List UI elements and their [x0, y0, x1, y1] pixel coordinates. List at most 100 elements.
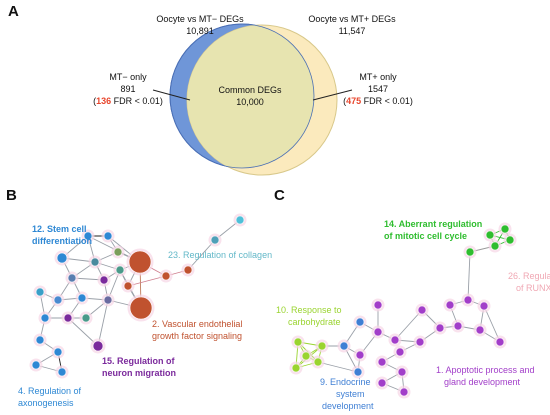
network-b-node [210, 235, 220, 245]
cluster-label-stem-cell: 12. Stem cell [32, 224, 87, 234]
left-only-count: 891 [120, 84, 135, 94]
network-c-node [377, 378, 387, 388]
left-only-title: MT− only [109, 72, 147, 82]
network-c-node [399, 387, 409, 397]
panel-c: C 14. Aberrant regulation of mitotic cel… [274, 187, 550, 411]
network-b-node [115, 265, 125, 275]
network-b-node [123, 281, 133, 291]
network-b-node [129, 296, 153, 320]
network-c-node [291, 363, 301, 373]
network-c-node [355, 317, 365, 327]
network-b-node [56, 252, 68, 264]
right-only-title: MT+ only [359, 72, 397, 82]
network-b-node [235, 215, 245, 225]
panel-a-letter: A [8, 3, 19, 20]
network-c-node [395, 347, 405, 357]
network-b-node [161, 271, 171, 281]
cluster-label-vegf: 2. Vascular endothelial [152, 319, 242, 329]
network-b-node [31, 360, 41, 370]
network-c-node [373, 300, 383, 310]
network-c-node [355, 350, 365, 360]
cluster-label-endocrine-3: development [322, 401, 374, 411]
network-c-node [445, 300, 455, 310]
network-c-node [435, 323, 445, 333]
network-b-node [53, 295, 63, 305]
network-b-node [113, 247, 123, 257]
network-b-node [35, 335, 45, 345]
network-c-node [485, 230, 495, 240]
cluster-label-neuron-migration: 15. Regulation of [102, 356, 176, 366]
overlap-title: Common DEGs [218, 85, 282, 95]
network-c-node [417, 305, 427, 315]
network-c-node [490, 241, 500, 251]
right-only-leader-line [312, 89, 353, 101]
network-c-node [505, 235, 515, 245]
network-c-node [377, 357, 387, 367]
cluster-label-apoptotic-2: gland development [444, 377, 521, 387]
network-c-node [495, 337, 505, 347]
network-b-node [40, 313, 50, 323]
network-b-node [53, 347, 63, 357]
cluster-label-collagen: 23. Regulation of collagen [168, 250, 272, 260]
network-c-node [415, 337, 425, 347]
network-b-node [128, 250, 152, 274]
cluster-label-runx1: 26. Regulation [508, 271, 550, 281]
network-c-node [293, 337, 303, 347]
right-only-count: 1547 [368, 84, 388, 94]
left-only-leader-line [152, 89, 191, 101]
network-c-node [301, 351, 311, 361]
left-only-fdr: (136 FDR < 0.01) [93, 96, 163, 106]
cluster-label-endocrine: 9. Endocrine [320, 377, 371, 387]
cluster-label-carbohydrate-2: carbohydrate [288, 317, 341, 327]
network-b-node [35, 287, 45, 297]
right-only-fdr: (475 FDR < 0.01) [343, 96, 413, 106]
panel-b-letter: B [6, 187, 17, 204]
network-b-node [63, 313, 73, 323]
network-c-node [390, 335, 400, 345]
venn-overlap-region [187, 25, 314, 168]
network-b-node [99, 275, 109, 285]
cluster-label-apoptotic: 1. Apoptotic process and [436, 365, 535, 375]
network-b [29, 213, 247, 379]
network-c-node [475, 325, 485, 335]
network-b-node [67, 273, 77, 283]
network-b-node [81, 313, 91, 323]
network-c-node [339, 341, 349, 351]
network-c-node [453, 321, 463, 331]
cluster-label-axonogenesis-2: axonogenesis [18, 398, 74, 408]
network-c-node [353, 367, 363, 377]
cluster-label-vegf-2: growth factor signaling [152, 331, 242, 341]
network-c-node [465, 247, 475, 257]
network-c-edge [317, 361, 359, 373]
panel-c-letter: C [274, 187, 285, 204]
cluster-label-carbohydrate: 10. Response to [276, 305, 342, 315]
network-c-node [500, 224, 510, 234]
cluster-label-endocrine-2: system [336, 389, 365, 399]
network-c-node [463, 295, 473, 305]
network-b-edge [127, 275, 167, 287]
network-c-node [397, 367, 407, 377]
cluster-label-neuron-migration-2: neuron migration [102, 368, 176, 378]
cluster-label-stem-cell-2: differentiation [32, 236, 92, 246]
right-set-count: 11,547 [339, 26, 366, 36]
panel-a: A Oocyte vs MT− DEGs 10,891 Oocyte vs MT… [8, 3, 413, 176]
venn-left-outline [169, 23, 315, 169]
network-b-node [103, 295, 113, 305]
network-b-node [183, 265, 193, 275]
overlap-count: 10,000 [236, 97, 264, 107]
left-set-title: Oocyte vs MT− DEGs [156, 14, 244, 24]
panel-b: B 12. Stem cell differentiation 23. Regu… [6, 187, 272, 408]
network-c-node [317, 341, 327, 351]
cluster-label-mitotic-2: of mitotic cell cycle [384, 231, 467, 241]
network-b-node [103, 231, 113, 241]
right-set-title: Oocyte vs MT+ DEGs [308, 14, 396, 24]
cluster-label-axonogenesis: 4. Regulation of [18, 386, 82, 396]
network-b-node [83, 231, 93, 241]
network-b-edge [97, 299, 109, 347]
network-b-node [90, 257, 100, 267]
network-c [289, 222, 517, 399]
network-c-edge [483, 305, 501, 343]
network-b-node [77, 293, 87, 303]
network-b-node [92, 340, 104, 352]
